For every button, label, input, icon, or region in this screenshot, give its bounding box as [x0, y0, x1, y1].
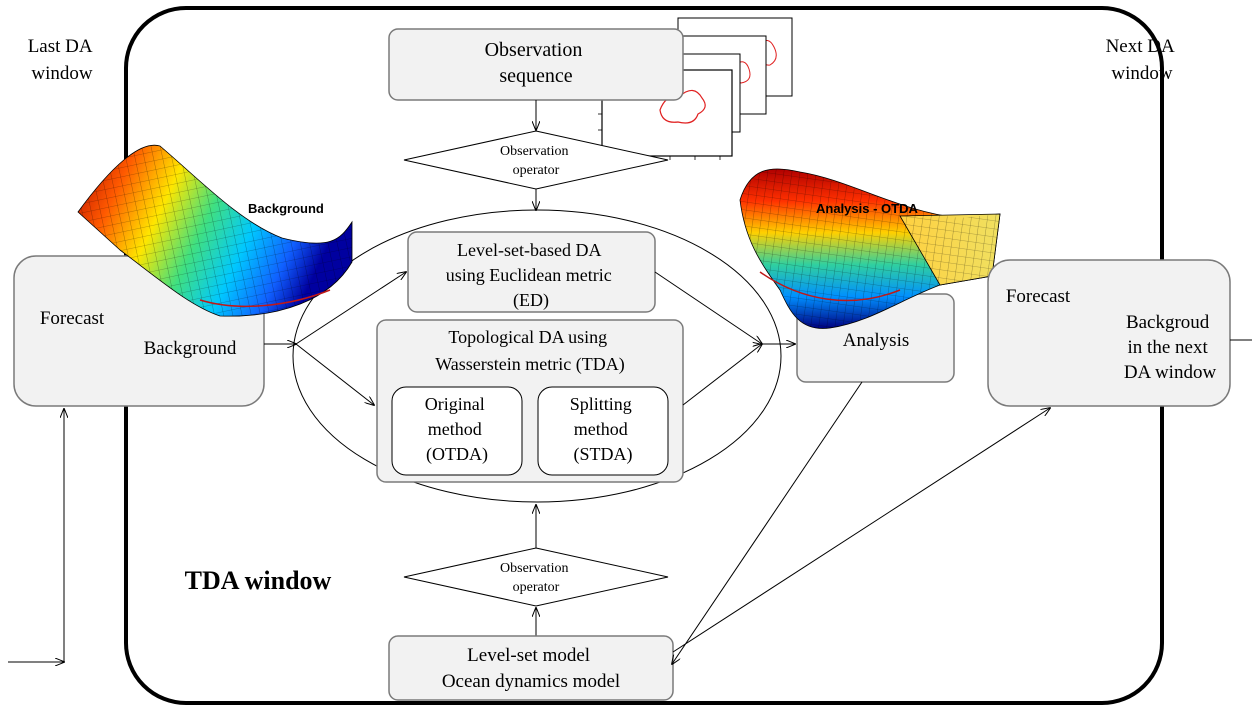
- background-box-label: Background: [144, 338, 237, 359]
- model-box-label: Level-set model Ocean dynamics model: [442, 645, 620, 692]
- splitting-method-box: [537, 386, 669, 476]
- svg-text:Analysis - OTDA: Analysis - OTDA: [816, 201, 918, 216]
- topological-da-label: Topological DA using Wasserstein metric …: [435, 327, 624, 375]
- model-box: [388, 635, 674, 701]
- analysis-box-label: Analysis: [843, 330, 910, 351]
- original-method-box: [391, 386, 523, 476]
- forecast-right-box: [987, 259, 1231, 407]
- level-set-da-label: Level-set-based DA using Euclidean metri…: [446, 240, 616, 311]
- observation-sequence-label: Observation sequence: [485, 39, 588, 87]
- observation-operator-bottom: [403, 547, 669, 607]
- forecast-left-label: Forecast: [40, 308, 105, 329]
- observation-operator-top-label: Observation operator: [500, 144, 572, 178]
- analysis-surface-plot: Analysis - OTDA: [739, 168, 1001, 329]
- last-da-window-label: Last DA window: [28, 36, 97, 84]
- background-next-label: Backgroud in the next DA window: [1124, 312, 1217, 383]
- background-surface-plot: Background: [77, 144, 353, 317]
- observation-operator-bottom-label: Observation operator: [500, 561, 572, 595]
- da-methods-ellipse: [292, 209, 782, 503]
- next-da-window-label: Next DA window: [1106, 36, 1179, 84]
- forecast-right-label: Forecast: [1006, 286, 1071, 307]
- splitting-method-label: Splitting method (STDA): [570, 394, 637, 465]
- tda-window-label: TDA window: [185, 566, 332, 595]
- svg-text:Background: Background: [248, 201, 324, 216]
- original-method-label: Original method (OTDA): [425, 394, 490, 465]
